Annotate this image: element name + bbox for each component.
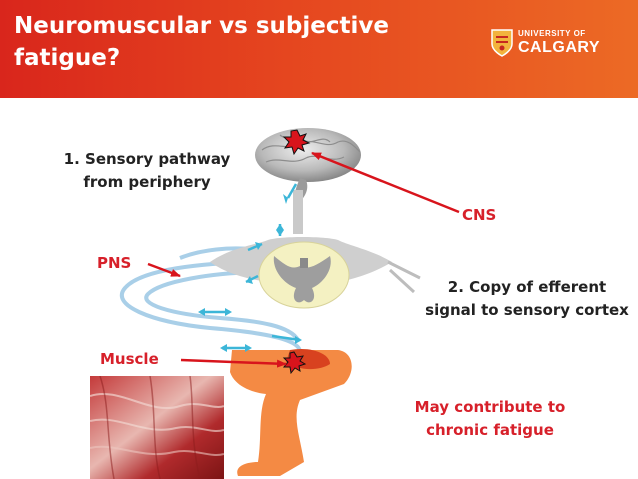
burst-icon	[282, 129, 311, 156]
label-sensory-pathway: 1. Sensory pathway from periphery	[63, 150, 231, 191]
afferent-efferent-arrows	[198, 183, 302, 352]
header-bar: Neuromuscular vs subjective fatigue? UNI…	[0, 0, 638, 98]
spinal-cord-icon	[210, 237, 421, 309]
university-logo: UNIVERSITY OF CALGARY	[490, 26, 620, 62]
logo-university-line: UNIVERSITY OF	[518, 29, 586, 38]
label-cns: CNS	[462, 206, 497, 224]
university-shield-icon	[491, 29, 513, 57]
label-efferent-copy: 2. Copy of efferent signal to sensory co…	[425, 278, 629, 319]
muscle-tissue-image	[90, 376, 224, 479]
slide-title: Neuromuscular vs subjective fatigue?	[14, 13, 389, 71]
label-muscle: Muscle	[100, 350, 159, 368]
label-chronic-fatigue: May contribute to chronic fatigue	[414, 398, 566, 439]
label-pns: PNS	[97, 254, 132, 272]
logo-name: CALGARY	[518, 39, 601, 56]
burst-icon	[282, 351, 307, 375]
brain-icon	[255, 128, 361, 234]
label-arrows	[147, 151, 460, 368]
